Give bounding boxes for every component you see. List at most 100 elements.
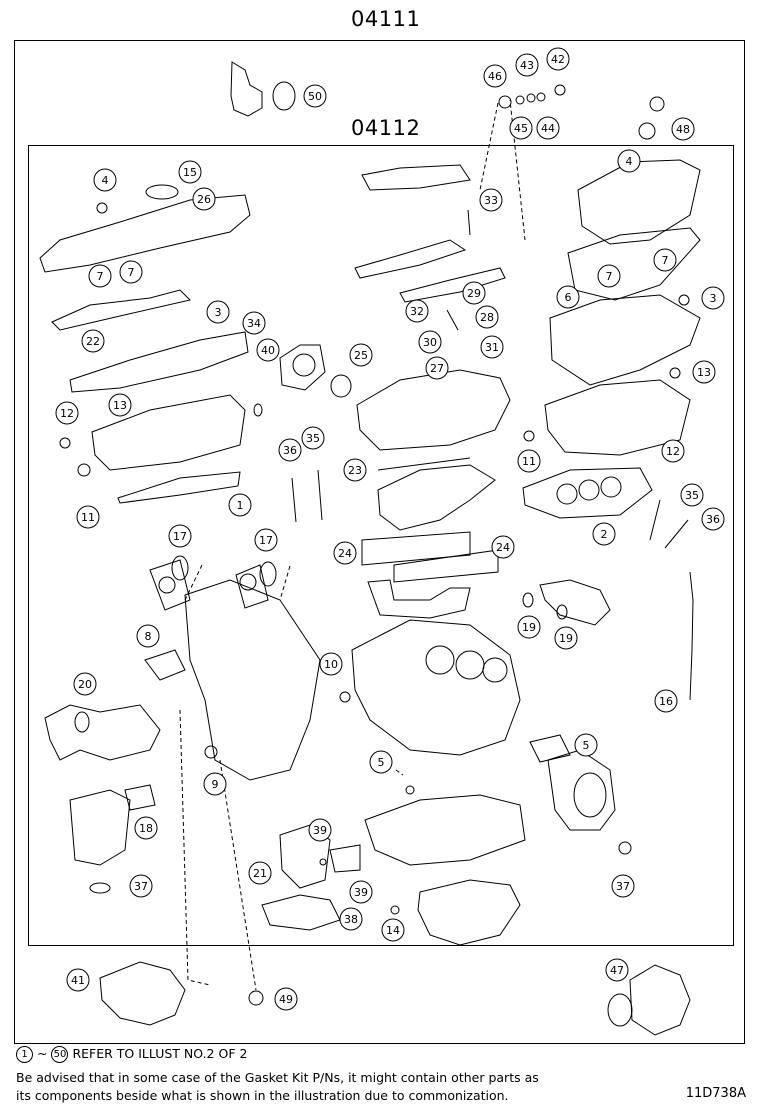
callout-5: 5 bbox=[574, 733, 598, 757]
callout-13: 13 bbox=[108, 393, 132, 417]
callout-17: 17 bbox=[168, 524, 192, 548]
callout-circle bbox=[701, 286, 725, 310]
callout-circle bbox=[546, 47, 570, 71]
callout-circle bbox=[228, 493, 252, 517]
callout-number: 15 bbox=[183, 166, 197, 179]
callout-35: 35 bbox=[301, 426, 325, 450]
callout-number: 32 bbox=[410, 305, 424, 318]
callout-number: 39 bbox=[354, 886, 368, 899]
refer-text: REFER TO ILLUST NO.2 OF 2 bbox=[72, 1046, 248, 1061]
callout-number: 36 bbox=[706, 513, 720, 526]
callout-3: 3 bbox=[206, 300, 230, 324]
callout-circle bbox=[661, 439, 685, 463]
callout-number: 19 bbox=[559, 632, 573, 645]
callout-2: 2 bbox=[592, 522, 616, 546]
callout-circle bbox=[134, 816, 158, 840]
callout-number: 12 bbox=[666, 445, 680, 458]
callout-number: 31 bbox=[485, 341, 499, 354]
callout-number: 26 bbox=[197, 193, 211, 206]
callout-circle bbox=[692, 360, 716, 384]
callout-number: 34 bbox=[247, 317, 261, 330]
callout-24: 24 bbox=[491, 535, 515, 559]
callout-number: 14 bbox=[386, 924, 400, 937]
callout-40: 40 bbox=[256, 338, 280, 362]
callout-circle bbox=[333, 541, 357, 565]
callout-circle bbox=[475, 305, 499, 329]
part-drawings bbox=[39, 61, 701, 1036]
callout-number: 37 bbox=[134, 880, 148, 893]
callout-number: 7 bbox=[606, 270, 613, 283]
callout-number: 6 bbox=[565, 291, 572, 304]
callout-number: 41 bbox=[71, 974, 85, 987]
callout-circle bbox=[349, 880, 373, 904]
callout-circle bbox=[76, 505, 100, 529]
callout-circle bbox=[617, 149, 641, 173]
callout-circle bbox=[308, 818, 332, 842]
callout-number: 44 bbox=[541, 122, 555, 135]
callout-circle bbox=[369, 750, 393, 774]
callout-circle bbox=[597, 264, 621, 288]
callout-11: 11 bbox=[517, 449, 541, 473]
callout-45: 45 bbox=[509, 116, 533, 140]
callout-46: 46 bbox=[483, 64, 507, 88]
callout-5: 5 bbox=[369, 750, 393, 774]
callout-circle bbox=[178, 160, 202, 184]
callout-number: 8 bbox=[145, 630, 152, 643]
callout-37: 37 bbox=[611, 874, 635, 898]
callout-7: 7 bbox=[119, 260, 143, 284]
callout-19: 19 bbox=[517, 615, 541, 639]
footer-note-line-2: its components beside what is shown in t… bbox=[16, 1088, 509, 1103]
footer-note-line-1: Be advised that in some case of the Gask… bbox=[16, 1070, 539, 1085]
callout-circle bbox=[278, 438, 302, 462]
callout-number: 36 bbox=[283, 444, 297, 457]
callout-20: 20 bbox=[73, 672, 97, 696]
callout-circle bbox=[119, 260, 143, 284]
callout-number: 7 bbox=[128, 266, 135, 279]
callout-circle bbox=[73, 672, 97, 696]
callout-circle bbox=[592, 522, 616, 546]
callout-36: 36 bbox=[701, 507, 725, 531]
callout-circle bbox=[509, 116, 533, 140]
callout-38: 38 bbox=[339, 907, 363, 931]
callout-circle bbox=[343, 458, 367, 482]
callout-23: 23 bbox=[343, 458, 367, 482]
callout-number: 10 bbox=[324, 658, 338, 671]
callout-number: 49 bbox=[279, 993, 293, 1006]
callout-number: 16 bbox=[659, 695, 673, 708]
callout-circle bbox=[248, 861, 272, 885]
callout-12: 12 bbox=[661, 439, 685, 463]
callout-number: 35 bbox=[306, 432, 320, 445]
callout-1: 1 bbox=[228, 493, 252, 517]
callout-7: 7 bbox=[88, 264, 112, 288]
callout-13: 13 bbox=[692, 360, 716, 384]
callout-17: 17 bbox=[254, 528, 278, 552]
callout-25: 25 bbox=[349, 343, 373, 367]
callout-circle bbox=[256, 338, 280, 362]
callout-number: 13 bbox=[697, 366, 711, 379]
callout-number: 12 bbox=[60, 407, 74, 420]
callout-circle bbox=[574, 733, 598, 757]
callout-number: 30 bbox=[423, 336, 437, 349]
assembly-number-outer: 04111 bbox=[351, 7, 421, 31]
callout-39: 39 bbox=[308, 818, 332, 842]
callout-10: 10 bbox=[319, 652, 343, 676]
callout-circle bbox=[88, 264, 112, 288]
callout-circle bbox=[203, 772, 227, 796]
callout-31: 31 bbox=[480, 335, 504, 359]
callout-circle bbox=[349, 343, 373, 367]
callout-8: 8 bbox=[136, 624, 160, 648]
callout-15: 15 bbox=[178, 160, 202, 184]
callout-48: 48 bbox=[671, 117, 695, 141]
callout-28: 28 bbox=[475, 305, 499, 329]
callout-33: 33 bbox=[479, 188, 503, 212]
callout-21: 21 bbox=[248, 861, 272, 885]
callout-number: 17 bbox=[173, 530, 187, 543]
callout-number: 18 bbox=[139, 822, 153, 835]
callout-number: 25 bbox=[354, 349, 368, 362]
callout-24: 24 bbox=[333, 541, 357, 565]
callout-number: 45 bbox=[514, 122, 528, 135]
callout-41: 41 bbox=[66, 968, 90, 992]
callout-circle bbox=[301, 426, 325, 450]
callout-43: 43 bbox=[515, 53, 539, 77]
